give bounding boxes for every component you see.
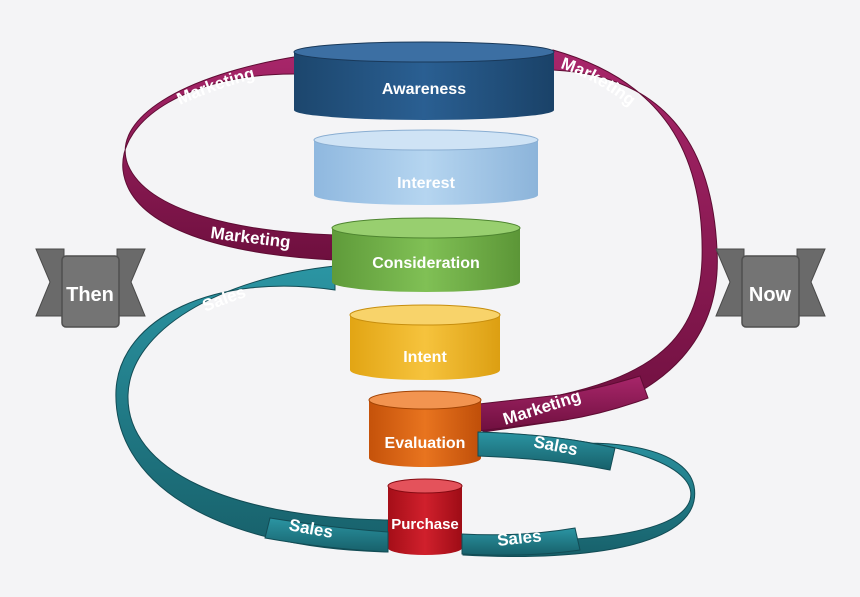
flag-now-label: Now: [749, 284, 792, 306]
flag-now: Now: [715, 248, 826, 328]
sales-label-bottom-right: Sales: [496, 526, 542, 550]
marketing-label-top-left: Marketing: [174, 64, 257, 109]
sales-ribbon-front-segment: [477, 431, 616, 471]
marketing-label-top-right: Marketing: [559, 54, 640, 110]
sales-ribbon-left-sweep: [115, 265, 389, 553]
flag-then-label: Then: [66, 284, 114, 306]
sales-label-left: Sales: [200, 282, 248, 315]
stage-label-interest: Interest: [397, 175, 455, 192]
stage-label-consideration: Consideration: [372, 255, 480, 272]
stage-interest: Interest: [313, 129, 539, 205]
marketing-ribbon-front-segment: [469, 375, 649, 433]
stage-label-evaluation: Evaluation: [385, 435, 466, 452]
stage-evaluation: Evaluation: [368, 390, 482, 467]
stage-intent: Intent: [349, 304, 501, 380]
stage-purchase: Purchase: [387, 478, 463, 555]
stage-consideration: Consideration: [331, 217, 521, 292]
stage-awareness: Awareness: [293, 41, 555, 120]
stage-label-purchase: Purchase: [391, 516, 459, 533]
stage-label-awareness: Awareness: [382, 81, 466, 98]
marketing-ribbon-right-sweep: [482, 49, 718, 433]
flag-then: Then: [35, 248, 146, 328]
stage-label-intent: Intent: [403, 349, 447, 366]
sales-ribbon-bottom-front: [264, 517, 389, 553]
sales-ribbon-bottom-right-front: [461, 527, 581, 556]
